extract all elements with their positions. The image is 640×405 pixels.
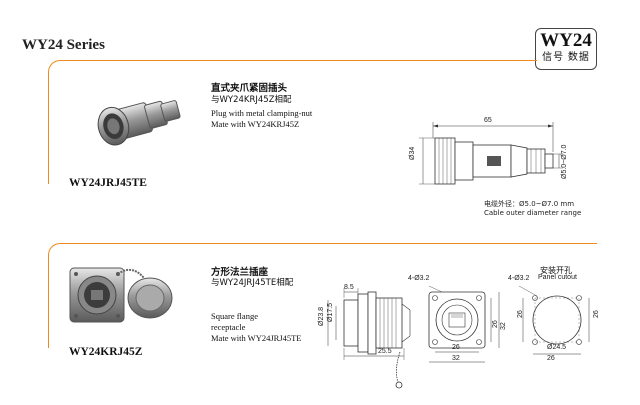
front-holes-dim: 4-Ø3.2: [408, 275, 430, 282]
front-dim-32: 32: [452, 355, 460, 362]
panel-dim-26-bottom: 26: [547, 355, 555, 362]
dim-17-5: Ø17.5: [327, 302, 334, 322]
section2-desc-en-3: Mate with WY24JRJ45TE: [211, 333, 302, 343]
section1-title-cn: 直式夹爪紧固插头: [211, 83, 288, 94]
receptacle-front-drawing: [428, 285, 500, 363]
section2-desc-en-2: receptacle: [211, 322, 246, 332]
section1-model: WY24JRJ45TE: [66, 177, 150, 189]
panel-cutout-drawing: [518, 285, 590, 355]
section2-title-cn: 方形法兰插座: [211, 267, 269, 278]
section2-model: WY24KRJ45Z: [66, 346, 146, 358]
front-dim-26-v: 26: [492, 320, 499, 328]
dim-23-8: Ø23.8: [318, 306, 325, 326]
plug-cable-dim: Ø5.0~Ø7.0: [561, 144, 568, 179]
series-badge: WY24 信号 数据: [535, 28, 597, 70]
panel-dim-26-left: 26: [517, 310, 524, 318]
plug-length-dim: 65: [484, 117, 492, 124]
cable-note-en: Cable outer diameter range: [484, 209, 582, 217]
section1-desc-en-2: Mate with WY24KRJ45Z: [211, 119, 300, 129]
front-dim-26: 26: [452, 344, 460, 351]
dim-25-5: 25.5: [378, 348, 392, 355]
receptacle-side-drawing: [327, 288, 411, 389]
cable-note-cn: 电缆外径：Ø5.0~Ø7.0 mm: [484, 200, 575, 208]
section2-mate-cn: 与WY24JRJ45TE相配: [211, 278, 294, 288]
plug-diameter-dim: Ø34: [409, 146, 416, 160]
panel-title-en: Panel cutout: [538, 274, 577, 281]
series-title: WY24 Series: [22, 37, 105, 53]
dim-8-5: 8.5: [344, 284, 354, 291]
plug-dimension-drawing: [419, 122, 563, 185]
plug-product-image: [97, 100, 181, 146]
panel-title-cn: 安装开孔: [540, 266, 572, 275]
panel-holes-dim: 4-Ø3.2: [508, 275, 530, 282]
receptacle-product-image: [69, 267, 173, 323]
badge-category: 信号 数据: [542, 52, 590, 63]
panel-dim-26-right: 26: [593, 310, 600, 318]
badge-model: WY24: [540, 30, 592, 51]
section2-desc-en-1: Square flange: [211, 311, 258, 321]
panel-dim-24-5: Ø24.5: [547, 344, 567, 351]
section2-frame: [48, 243, 597, 348]
section1-mate-cn: 与WY24KRJ45Z相配: [211, 95, 292, 105]
section1-frame: [48, 60, 537, 184]
section1-desc-en-1: Plug with metal clamping-nut: [211, 108, 313, 118]
front-dim-32-v: 32: [500, 322, 507, 330]
